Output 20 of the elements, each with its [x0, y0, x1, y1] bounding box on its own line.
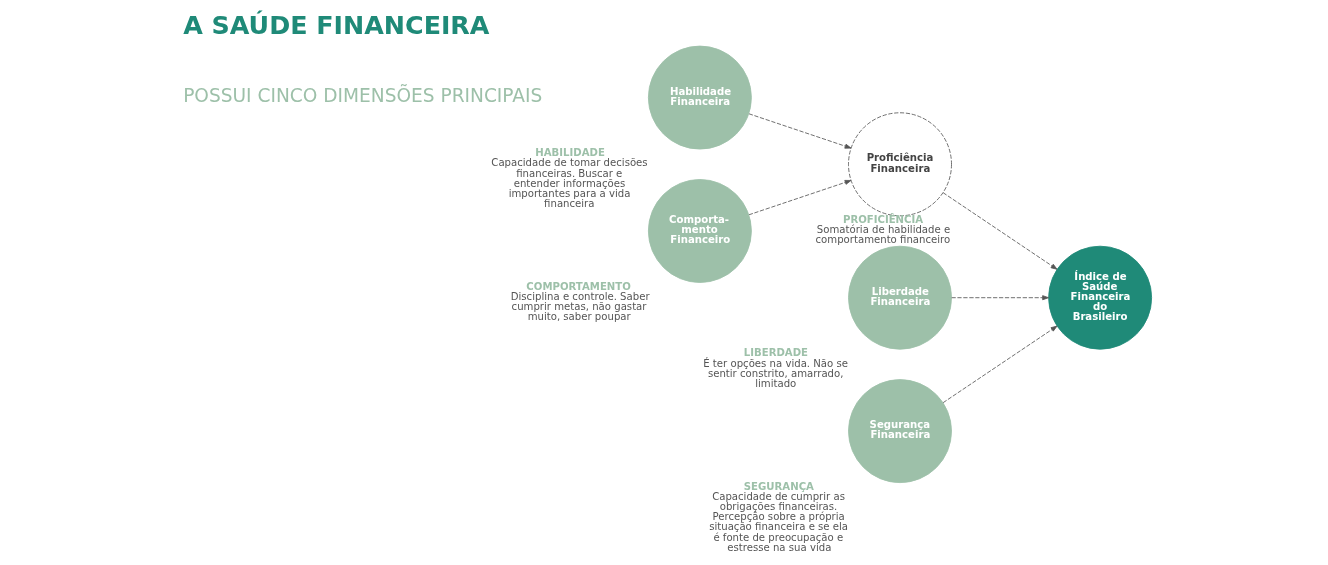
- node-label: Capacidade de tomar decisões financeiras. Buscar e entender informações importantes para a vida financeira: [491, 157, 648, 210]
- arrow: [748, 180, 852, 216]
- node-circle: Habilidade Financeira: [647, 45, 752, 150]
- arrow: [942, 325, 1058, 404]
- node-label: COMPORTAMENTO: [526, 280, 631, 292]
- node-label: HABILIDADE: [535, 147, 605, 159]
- arrow: [942, 192, 1058, 270]
- node-label: Somatória de habilidade e comportamento financeiro: [815, 224, 951, 246]
- node-label: Capacidade de cumprir as obrigações financeiras. Percepção sobre a própria situação financeira e se ela é fonte de preocupação e estresse na sua vida: [709, 491, 849, 553]
- node-label: SEGURANÇA: [743, 480, 814, 492]
- node-label: É ter opções na vida. Não se sentir constrito, amarrado, limitado: [703, 357, 848, 389]
- arrow: [748, 113, 852, 149]
- arrow: [951, 295, 1049, 301]
- node-circle: Comporta- mento Financeiro: [647, 179, 752, 283]
- diagram-title: A SAÚDE FINANCEIRA: [183, 10, 490, 41]
- node-label: LIBERDADE: [743, 347, 809, 359]
- node-circle: Liberdade Financeira: [848, 245, 952, 350]
- node-circle: Segurança Financeira: [848, 379, 952, 484]
- label: POSSUI CINCO DIMENSÕES PRINCIPAIS: [183, 85, 543, 107]
- node-label: Disciplina e controle. Saber cumprir metas, não gastar muito, saber poupar: [510, 290, 650, 323]
